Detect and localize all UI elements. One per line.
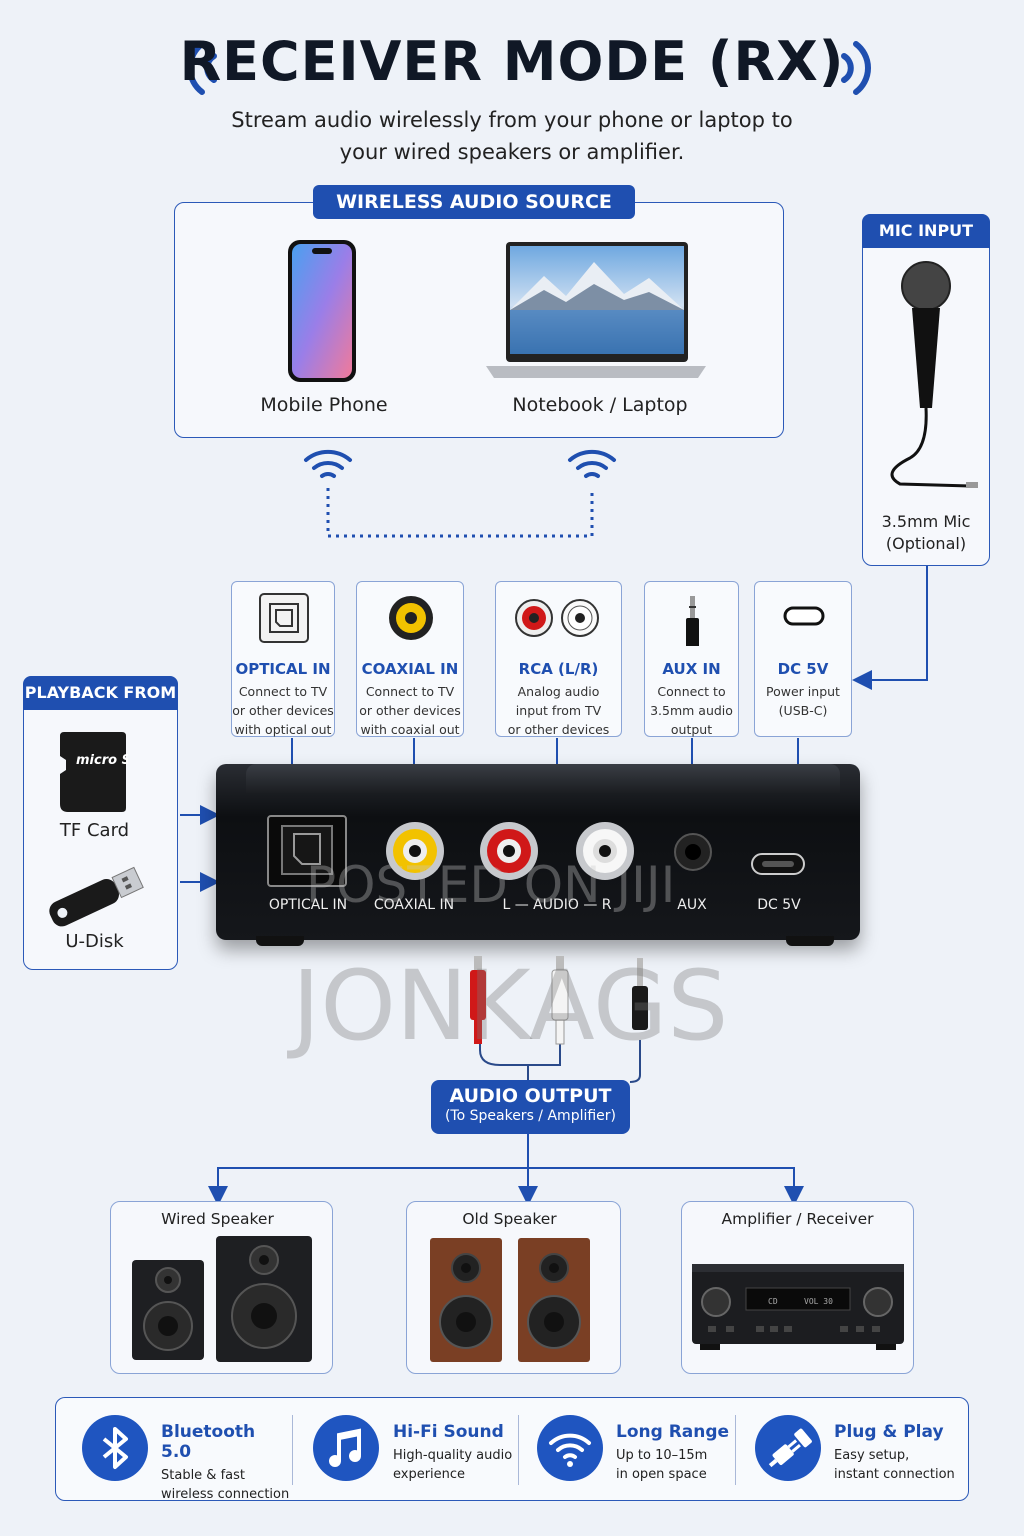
- port-title-rca: RCA (L/R): [518, 660, 599, 678]
- aux-jack-icon: [686, 596, 699, 646]
- audio-output-subtitle: (To Speakers / Amplifier): [444, 1108, 617, 1124]
- port-title-optical: OPTICAL IN: [235, 660, 331, 678]
- watermark-posted: POSTED ON JIJI: [306, 856, 676, 914]
- rca-cable-plugs-icon: [470, 956, 648, 1045]
- svg-text:micro SD HC: micro SD HC: [76, 753, 128, 768]
- signal-right-icon: [841, 41, 871, 95]
- microsd-card-icon: micro SD HC: [60, 732, 128, 812]
- target-amplifier-label: Amplifier / Receiver: [721, 1210, 874, 1228]
- phone-icon: [288, 240, 356, 382]
- laptop-label: Notebook / Laptop: [512, 394, 688, 416]
- feature-plug-play: Plug & Play Easy setup,instant connectio…: [834, 1422, 955, 1482]
- coaxial-socket-icon: [386, 822, 444, 880]
- port-desc-dc: Power input(USB-C): [766, 684, 840, 718]
- usb-drive-icon: [49, 866, 144, 927]
- audio-output-tag: AUDIO OUTPUT (To Speakers / Amplifier): [431, 1080, 630, 1134]
- device-label-audio: L — AUDIO — R: [502, 897, 612, 913]
- feature-divider-1: [292, 1415, 293, 1485]
- wooden-speaker-pair-icon: [430, 1238, 590, 1362]
- feature-divider-2: [518, 1415, 519, 1485]
- audio-output-title: AUDIO OUTPUT: [449, 1085, 612, 1107]
- microphone-icon: [890, 261, 978, 488]
- rca-port-icon: [515, 599, 599, 637]
- optical-socket-icon: [267, 815, 347, 887]
- tf-card-label: TF Card: [59, 820, 130, 841]
- mic-label-line2: (Optional): [885, 534, 967, 553]
- aux-socket-icon: [674, 833, 712, 871]
- amplifier-icon: CD VOL 30: [692, 1264, 904, 1350]
- wifi-right-icon: [568, 449, 616, 478]
- svg-text:VOL 30: VOL 30: [804, 1297, 833, 1306]
- laptop-icon: [486, 242, 706, 378]
- port-title-coaxial: COAXIAL IN: [361, 660, 459, 678]
- plug-icon: [755, 1415, 821, 1481]
- rca-right-socket-icon: [576, 822, 634, 880]
- bluetooth-icon: [82, 1415, 148, 1481]
- watermark-brand: JONKAGS: [292, 950, 729, 1062]
- wifi-signal-icon: [537, 1415, 603, 1481]
- target-wired-speaker-label: Wired Speaker: [161, 1210, 274, 1228]
- device-label-aux: AUX: [677, 897, 707, 913]
- signal-left-icon: [187, 41, 217, 95]
- device-foot-left: [256, 936, 304, 946]
- playback-tag: PLAYBACK FROM: [23, 676, 178, 710]
- usb-c-socket-icon: [751, 853, 805, 875]
- speaker-pair-icon: [132, 1236, 312, 1362]
- u-disk-label: U-Disk: [65, 931, 124, 952]
- port-card-dc: DC 5V Power input(USB-C): [754, 581, 852, 737]
- rca-left-socket-icon: [480, 822, 538, 880]
- usb-c-port-icon: [783, 606, 825, 626]
- coaxial-port-icon: [389, 596, 433, 640]
- music-note-icon: [313, 1415, 379, 1481]
- page-title: RECEIVER MODE (RX): [179, 30, 845, 93]
- phone-label: Mobile Phone: [260, 394, 388, 416]
- optical-port-icon: [259, 593, 309, 643]
- mic-input-tag: MIC INPUT: [862, 214, 990, 248]
- wireless-source-tag: WIRELESS AUDIO SOURCE: [313, 185, 635, 219]
- wifi-left-icon: [304, 449, 352, 478]
- mic-label-line1: 3.5mm Mic: [881, 512, 971, 531]
- playback-panel: [23, 676, 178, 970]
- device-label-dc: DC 5V: [757, 897, 801, 913]
- page-subtitle: Stream audio wirelessly from your phone …: [231, 108, 793, 164]
- device-label-optical: OPTICAL IN: [268, 897, 348, 913]
- device-top-edge: [246, 764, 840, 794]
- device-label-coaxial: COAXIAL IN: [373, 897, 455, 913]
- feature-divider-3: [735, 1415, 736, 1485]
- port-title-aux: AUX IN: [662, 660, 721, 678]
- port-title-dc: DC 5V: [777, 660, 829, 678]
- device-foot-right: [786, 936, 834, 946]
- target-old-speaker-label: Old Speaker: [462, 1210, 557, 1228]
- svg-text:CD: CD: [768, 1297, 778, 1306]
